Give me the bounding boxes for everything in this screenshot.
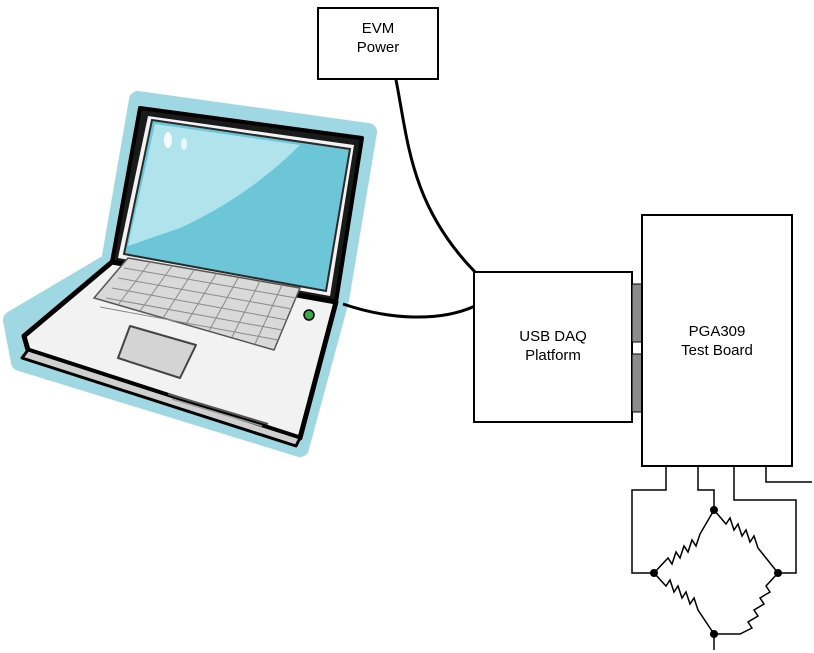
bridge-nodes xyxy=(650,506,782,638)
evm-power-label-line1: EVM xyxy=(361,20,395,37)
usb-cable xyxy=(342,302,476,319)
laptop-icon xyxy=(3,91,377,457)
evm-power-label-line2: Power xyxy=(356,39,400,56)
usb-daq-label-line2: Platform xyxy=(525,347,581,364)
pga309-board-box xyxy=(641,214,793,467)
test-board-label-line1: PGA309 xyxy=(688,323,746,340)
test-board-label-line2: Test Board xyxy=(681,342,753,359)
usb-daq-box xyxy=(473,271,633,423)
evm-power-box xyxy=(317,7,439,80)
resistor-bridge-icon xyxy=(631,466,812,650)
usb-daq-label-line1: USB DAQ xyxy=(519,328,587,345)
power-cable xyxy=(394,79,477,274)
